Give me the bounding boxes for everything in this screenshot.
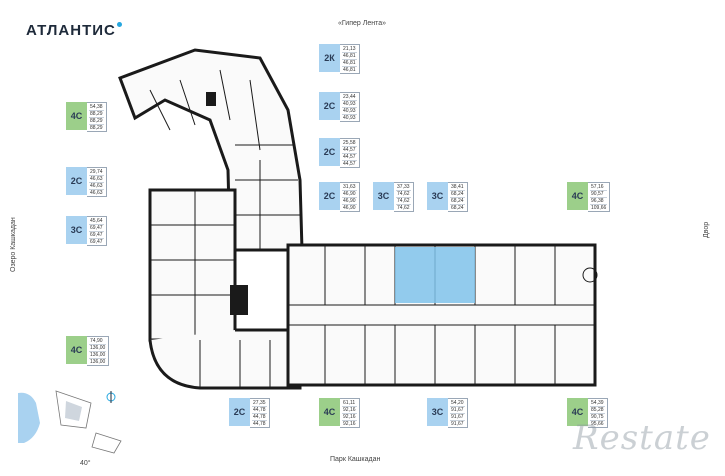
floor-plan xyxy=(118,48,598,390)
location-minimap xyxy=(18,390,122,454)
apartment-type: 3С xyxy=(373,182,394,210)
label-left: Озеро Кашкадан xyxy=(10,217,17,272)
apartment-type: 3С xyxy=(66,216,87,244)
apartment-type: 4С xyxy=(66,336,87,364)
label-right: Двор xyxy=(703,221,710,238)
brand-logo: АТЛАНТИС xyxy=(26,22,122,39)
apartment-type: 3С xyxy=(427,182,448,210)
apartment-type: 4С xyxy=(567,182,588,210)
label-top: «Гипер Лента» xyxy=(338,20,386,27)
apartment-type: 4С xyxy=(567,398,588,426)
label-bottom: Парк Кашкадан xyxy=(330,456,381,463)
apartment-type: 2К xyxy=(319,44,340,72)
apartment-type: 2С xyxy=(319,92,340,120)
compass-angle: 40° xyxy=(80,460,91,467)
watermark: Restate xyxy=(573,418,711,458)
apartment-type: 2С xyxy=(319,138,340,166)
brand-dot-icon xyxy=(116,22,122,27)
apartment-type: 2С xyxy=(319,182,340,210)
apartment-type: 2С xyxy=(229,398,250,426)
apartment-type: 4С xyxy=(319,398,340,426)
apartment-type: 3С xyxy=(427,398,448,426)
apartment-type: 4С xyxy=(66,102,87,130)
apartment-type: 2С xyxy=(66,167,87,195)
